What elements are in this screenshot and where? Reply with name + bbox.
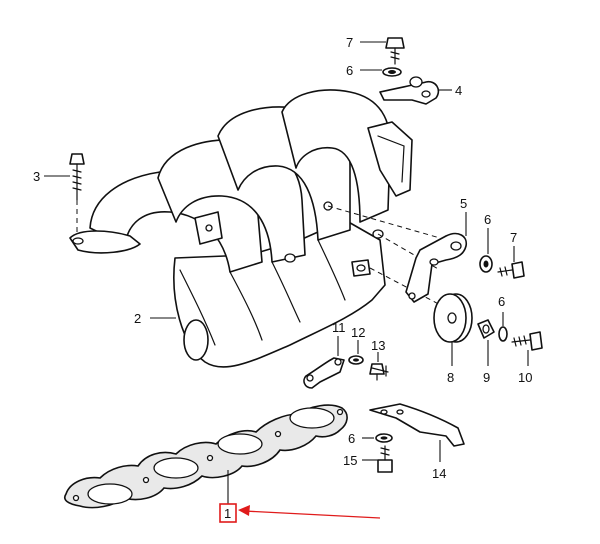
- callout-11: 11: [332, 320, 346, 335]
- washer-part-6-right: [479, 228, 493, 273]
- bolt-part-13: [369, 352, 389, 381]
- washer-part-6-bottom: [362, 433, 393, 443]
- bolt-part-3: [44, 153, 85, 236]
- bracket-part-14: [369, 403, 465, 462]
- callout-15: 15: [343, 453, 357, 468]
- callout-7-top: 7: [346, 35, 353, 50]
- washer-part-6-lower: [498, 312, 508, 342]
- bolt-part-7-top: [360, 37, 405, 65]
- callout-7-right: 7: [510, 230, 517, 245]
- callout-9: 9: [483, 370, 490, 385]
- callout-6-lower: 6: [498, 294, 505, 309]
- rubber-mount-part-8: [433, 293, 473, 366]
- bracket-part-11: [303, 336, 345, 389]
- callout-5: 5: [460, 196, 467, 211]
- bolt-part-15: [362, 445, 393, 473]
- callout-2: 2: [134, 311, 141, 326]
- bolt-part-7-right: [497, 246, 525, 279]
- callout-3: 3: [33, 169, 40, 184]
- callout-13: 13: [371, 338, 385, 353]
- callout-6-right: 6: [484, 212, 491, 227]
- washer-part-6-top: [360, 67, 402, 77]
- callout-6-top: 6: [346, 63, 353, 78]
- callout-8: 8: [447, 370, 454, 385]
- callout-10: 10: [518, 370, 532, 385]
- callout-6-bottom: 6: [348, 431, 355, 446]
- callout-4: 4: [455, 83, 462, 98]
- callout-14: 14: [432, 466, 446, 481]
- manifold-gasket-part-1: [64, 404, 348, 509]
- highlight-box: [219, 503, 237, 523]
- spacer-part-9: [477, 319, 495, 366]
- bolt-part-10: [511, 331, 543, 366]
- intake-manifold: [69, 89, 451, 368]
- highlight-pointer: [219, 503, 381, 523]
- callout-12: 12: [351, 325, 365, 340]
- bracket-part-4: [379, 76, 452, 105]
- washer-part-12: [348, 340, 364, 365]
- bracket-part-5: [405, 212, 468, 303]
- callout-1: 1: [224, 506, 231, 521]
